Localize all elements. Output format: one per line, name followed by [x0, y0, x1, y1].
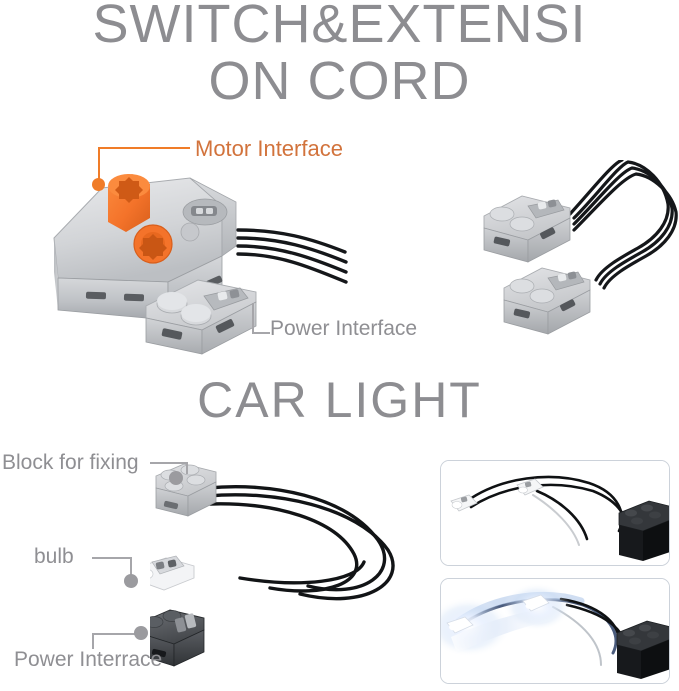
switch-lever[interactable]: [88, 160, 178, 250]
label-power-interface-bottom: Power Interrace: [14, 648, 163, 671]
power-bottom-leader-dot: [134, 626, 148, 640]
motor-leader-dot: [92, 178, 105, 191]
block-leader-vertical: [186, 462, 188, 474]
label-power-interface-top: Power Interface: [270, 317, 418, 340]
extension-cord-assembly: [478, 160, 678, 350]
label-block-for-fixing: Block for fixing: [2, 451, 139, 474]
title-line-2: ON CORD: [208, 50, 471, 111]
inset-battery-box-off: [618, 500, 669, 561]
inset-car-light-off: [440, 460, 670, 566]
connector-brick-a: [483, 195, 571, 263]
inset-car-light-on: [440, 578, 670, 684]
block-leader-dot: [169, 471, 183, 485]
label-motor-interface: Motor Interface: [195, 136, 343, 161]
bulb-leader-vertical: [130, 557, 132, 579]
inset-bulb-left-on: [446, 616, 474, 634]
inset-battery-box-on: [616, 620, 669, 679]
ribbon-cable-switch: [236, 228, 348, 284]
power-bottom-leader-horizontal: [92, 633, 140, 635]
block-leader-horizontal: [150, 462, 188, 464]
power-top-leader-vertical: [252, 303, 254, 333]
section-title-car-light: CAR LIGHT: [197, 372, 482, 428]
bulb-leader-dot: [124, 574, 138, 588]
power-bottom-leader-vertical: [92, 633, 94, 649]
axle-hole: [133, 224, 173, 264]
bulb-leader-horizontal: [92, 557, 132, 559]
inset-bulb-left: [450, 494, 478, 512]
motor-leader-horizontal: [98, 147, 190, 149]
power-connector-light: [150, 609, 205, 667]
title-line-1: SWITCH&EXTENSI: [92, 0, 587, 54]
inset-bulb-middle: [516, 478, 544, 496]
car-light-assembly: [150, 462, 430, 672]
connector-brick-b: [503, 267, 591, 335]
bulb-element: [150, 555, 195, 591]
motor-leader-vertical: [98, 147, 100, 181]
page-title: SWITCH&EXTENSI ON CORD: [0, 0, 679, 109]
inset-bulb-middle-on: [522, 594, 550, 612]
power-top-leader-horizontal: [252, 332, 270, 334]
label-bulb: bulb: [34, 545, 74, 568]
power-connector-brick: [140, 272, 280, 362]
